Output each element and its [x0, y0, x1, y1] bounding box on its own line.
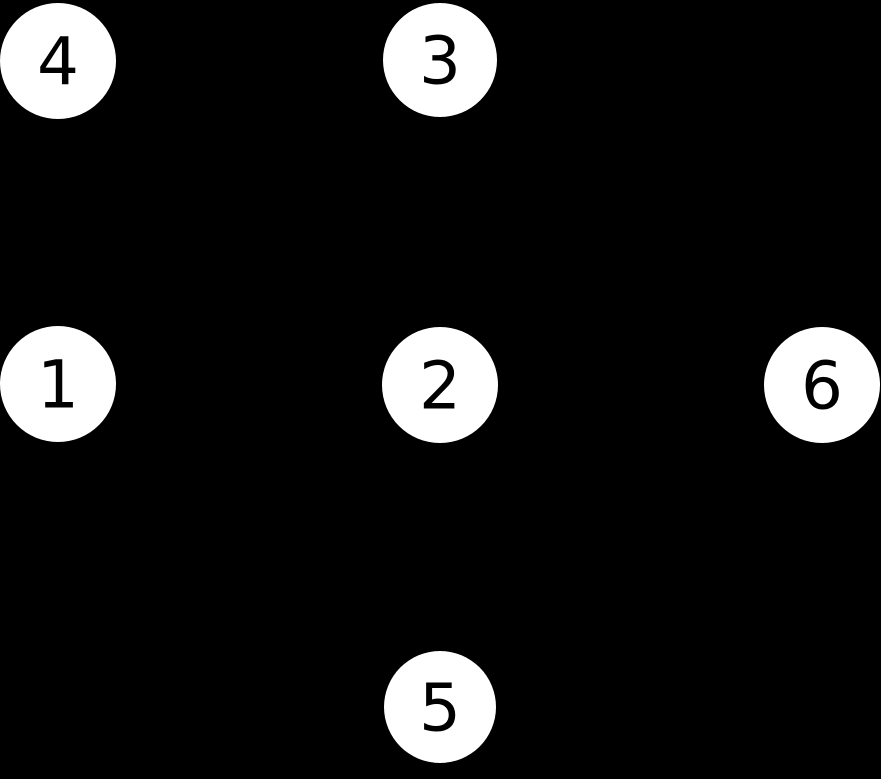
node-label-3: 3 [419, 23, 461, 100]
graph-node-2[interactable]: 2 [382, 327, 498, 443]
node-label-4: 4 [37, 24, 79, 101]
node-circle-4[interactable] [0, 3, 116, 119]
node-label-5: 5 [419, 670, 461, 747]
graph-node-3[interactable]: 3 [383, 3, 497, 117]
node-circle-6[interactable] [764, 327, 880, 443]
node-label-1: 1 [37, 347, 79, 424]
graph-node-5[interactable]: 5 [384, 651, 496, 763]
node-circle-2[interactable] [382, 327, 498, 443]
graph-edge-1-2 [57, 383, 441, 386]
graph-node-1[interactable]: 1 [0, 326, 116, 442]
node-label-6: 6 [801, 348, 843, 425]
node-circle-3[interactable] [383, 3, 497, 117]
node-circle-1[interactable] [0, 326, 116, 442]
node-circle-5[interactable] [384, 651, 496, 763]
nodes-layer: 4 3 1 2 6 5 [0, 3, 880, 763]
node-label-2: 2 [419, 348, 461, 425]
graph-node-6[interactable]: 6 [764, 327, 880, 443]
graph-node-4[interactable]: 4 [0, 3, 116, 119]
